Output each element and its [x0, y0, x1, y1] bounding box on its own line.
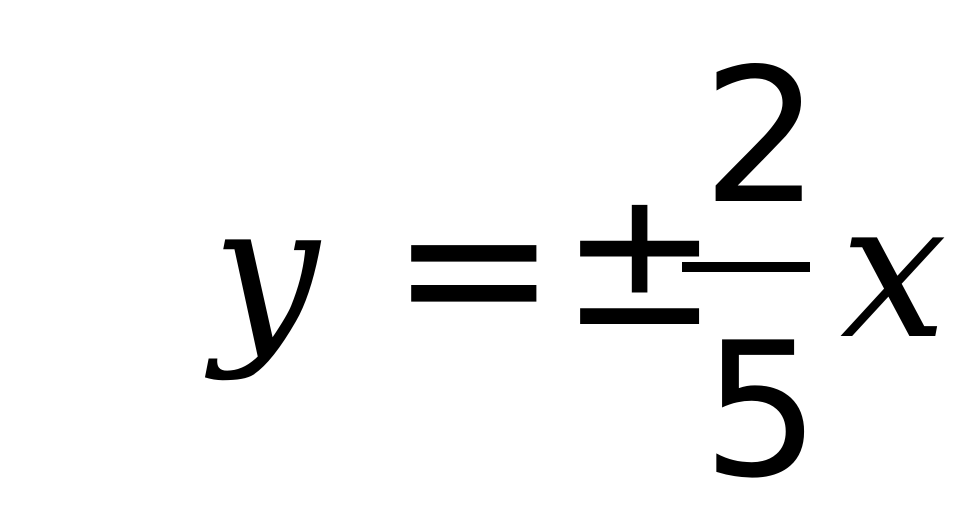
variable-x: x: [840, 160, 948, 381]
variable-y: y: [212, 162, 320, 383]
fraction-bar: [682, 262, 810, 272]
fraction-numerator: 2: [702, 28, 821, 245]
fraction-denominator: 5: [702, 302, 821, 519]
equals-sign: =: [390, 151, 558, 384]
plus-minus-sign: ±: [560, 148, 720, 369]
